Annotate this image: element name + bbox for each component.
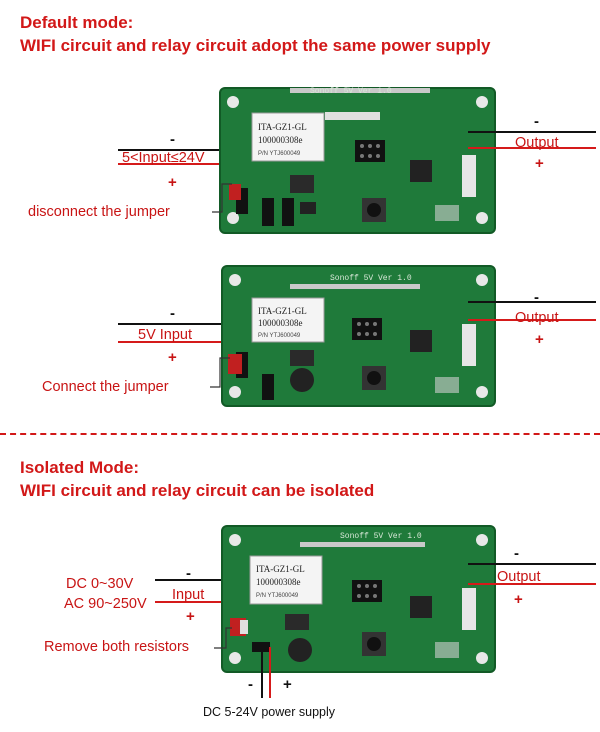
power-supply-label: DC 5-24V power supply [203,705,336,719]
pcb-board-2: Sonoff 5V Ver 1.0 ITA-GZ1-GL 100000308e … [118,265,596,407]
board-2-input-plus: + [168,349,177,366]
isolated-mode-title: Isolated Mode: [20,458,140,477]
module-3-line3: P/N YTJ600049 [256,593,299,599]
board-1-silkscreen: Sonoff 5V Ver 1.0 [310,87,392,96]
board-2-output-plus: + [535,331,544,348]
module-1-line1: ITA-GZ1-GL [258,122,307,132]
board-2-input-minus: - [170,305,175,322]
board-3-output-plus: + [514,591,523,608]
board-2-output-minus: - [534,289,539,306]
supply-plus-sign: + [283,676,292,693]
board-3-output-label: Output [497,569,541,585]
section-divider [0,433,600,435]
module-1-line2: 100000308e [258,135,303,145]
board-1-input-label: 5<Input≤24V [122,150,205,166]
board-1-input-plus: + [168,174,177,191]
ac-voltage-label: AC 90~250V [64,596,147,612]
default-mode-subtitle: WIFI circuit and relay circuit adopt the… [20,36,491,55]
board-1-output-label: Output [515,135,559,151]
board-3-input-minus: - [186,565,191,582]
board-2-jumper-label: Connect the jumper [42,379,169,395]
board-3-input-plus: + [186,608,195,625]
pcb-board-3: Sonoff 5V Ver 1.0 ITA-GZ1-GL 100000308e … [155,525,596,698]
module-2-line1: ITA-GZ1-GL [258,306,307,316]
board-2-output-label: Output [515,310,559,326]
remove-resistors-label: Remove both resistors [44,639,190,655]
board-1-output-minus: - [534,113,539,130]
default-mode-title: Default mode: [20,13,134,32]
module-2-line2: 100000308e [258,318,303,328]
board-1-input-minus: - [170,131,175,148]
board-3-input-label: Input [172,587,205,603]
board-3-output-minus: - [514,545,519,562]
board-3-silkscreen: Sonoff 5V Ver 1.0 [340,532,422,541]
board-2-silkscreen: Sonoff 5V Ver 1.0 [330,274,412,283]
pcb-board-1: Sonoff 5V Ver 1.0 ITA-GZ1-GL 100000308e … [118,87,596,234]
module-1-line3: P/N YTJ600049 [258,151,301,157]
board-1-output-plus: + [535,155,544,172]
module-3-line1: ITA-GZ1-GL [256,564,305,574]
board-2-input-label: 5V Input [138,327,193,343]
module-3-line2: 100000308e [256,577,301,587]
dc-voltage-label: DC 0~30V [66,576,134,592]
isolated-mode-subtitle: WIFI circuit and relay circuit can be is… [20,481,375,500]
module-2-line3: P/N YTJ600049 [258,333,301,339]
supply-minus-sign: - [248,676,253,693]
board-1-jumper-label: disconnect the jumper [28,204,170,220]
